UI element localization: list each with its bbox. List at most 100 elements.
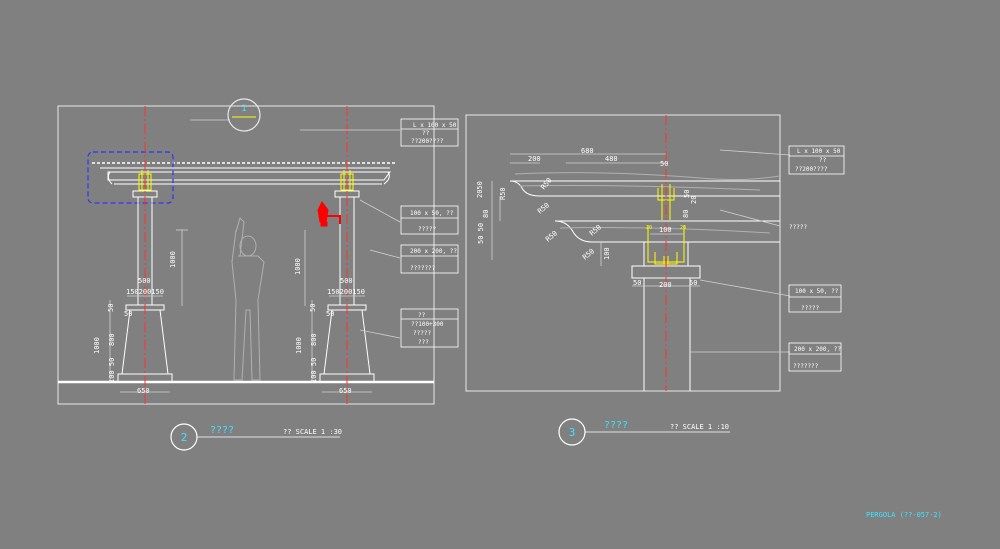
dim-w480: 480 [605,155,618,163]
dim-r50-b: R50 [539,176,553,191]
dim-base-1000-a: 1000 [93,337,101,354]
dim-h80-a: 80 [482,210,490,218]
right-callout-2[interactable]: ????? [789,224,807,231]
dim-w200: 200 [528,155,541,163]
left-callout-3-line1: 200 x 200, ?? [410,248,457,255]
section-lower-beam [554,220,780,243]
left-callout-1-line1: L x 100 x 50 [413,122,457,129]
right-callouts: L x 100 x 50 ?? ??200???? ????? 100 x 50… [788,145,845,372]
left-callout-1[interactable]: L x 100 x 50 ?? ??200???? [400,118,459,147]
left-callouts: L x 100 x 50 ?? ??200???? 100 x 50, ?? ?… [400,118,459,348]
dim-r50-d: R50 [544,229,559,243]
dim-50-d: 50 [326,310,334,318]
dim-r50-a: R50 [499,187,507,200]
dim-50-b: 50 [124,310,132,318]
right-dimension-texts: 680 200 480 50 2050 R50 R50 R50 80 80 50… [476,147,698,289]
wall-lamp [317,201,341,227]
right-callout-1[interactable]: L x 100 x 50 ?? ??200???? [788,145,845,175]
dim-s20-b: 20 [680,225,686,231]
dim-post-sub-b: 150200150 [327,288,365,296]
dim-post-sub-a: 150200150 [126,288,164,296]
right-callout-1-line2: ?? [819,157,827,164]
dim-height-1000-b: 1000 [294,258,302,275]
right-view-title: ???? [604,420,628,431]
dim-r50-e: R50 [588,223,603,237]
dim-w100: 100 [659,226,672,234]
dim-height-1000-a: 1000 [169,251,177,268]
dim-base-100-50-a: 100 50 [108,358,116,383]
dim-post-500-a: 500 [138,277,151,285]
left-callout-2[interactable]: 100 x 50, ?? ????? [400,205,459,235]
section-post [643,278,691,391]
section-top-beam [509,172,781,197]
dim-base-1000-b: 1000 [295,337,303,354]
left-callout-3[interactable]: 200 x 200, ?? ??????? [400,244,459,274]
left-callout-4-line3: ????? [413,330,431,337]
section-marker-top[interactable]: 1 [227,98,261,132]
left-dimension-texts: 1000 1000 500 500 150200150 150200150 50… [93,251,365,395]
right-callout-3[interactable]: 100 x 50, ?? ????? [788,284,842,313]
right-callout-3-line1: 100 x 50, ?? [795,288,839,295]
left-title-block: 2 ???? ?? SCALE 1 :30 [170,423,342,451]
dim-h5050: 50 50 [477,223,485,244]
left-detail-number: 2 [181,431,188,444]
right-callout-1-line1: L x 100 x 50 [797,148,841,155]
left-callout-4-line4: ??? [418,339,429,346]
dim-h50-b: 20 [690,196,698,204]
dim-h80-b: 80 [682,210,690,218]
left-callout-4-line2: ??100+300 [411,321,444,328]
dim-50-a: 50 [107,304,115,312]
dim-r50-f: R50 [581,247,596,261]
left-callout-4-line1: ?? [418,312,426,319]
dim-w200-b: 200 [659,281,672,289]
dim-base-800-b: 800 [310,333,318,346]
drawing-id-label: PERGOLA (??-057-2) [866,511,942,519]
right-detail-number: 3 [569,426,576,439]
dim-width-650-a: 650 [137,387,150,395]
dim-s20-a: 20 [646,225,652,231]
left-callout-4[interactable]: ?? ??100+300 ????? ??? [400,308,459,348]
right-title-block: 3 ???? ?? SCALE 1 :10 [558,418,730,446]
right-callout-3-line2: ????? [801,305,819,312]
dimension-lines-left [109,229,372,393]
dim-h2050: 2050 [476,181,484,198]
dim-w50-top: 50 [660,160,668,168]
centerlines-left [144,106,348,404]
right-view-scale: ?? SCALE 1 :10 [670,423,729,431]
dim-h100: 100 [603,247,611,260]
dim-50-c: 50 [309,304,317,312]
left-callout-3-line2: ??????? [410,265,436,272]
dim-w680: 680 [581,147,594,155]
left-callout-1-line2: ?? [422,130,430,137]
left-callout-2-line1: 100 x 50, ?? [410,210,454,217]
left-callout-2-line2: ????? [418,226,436,233]
dim-width-650-b: 650 [339,387,352,395]
right-section-view [465,114,791,392]
right-callout-4-line2: ??????? [793,363,819,370]
right-callout-2-line1: ????? [789,224,807,231]
left-view-frame [57,105,435,405]
left-view-scale: ?? SCALE 1 :30 [283,428,342,436]
left-callout-1-line3: ??200???? [411,138,444,145]
dim-w50-r: 50 [689,279,697,287]
pergola-beam [92,162,395,185]
dim-r50-c: R50 [536,201,551,215]
dim-post-500-b: 500 [340,277,353,285]
dim-w50-l: 50 [633,279,641,287]
leader-lines-left [190,119,401,339]
left-view-title: ???? [210,425,234,436]
dimension-lines-right [491,153,700,287]
right-callout-4[interactable]: 200 x 200, ?? ??????? [788,342,842,372]
left-elevation-view [57,105,435,405]
section-marker-top-label: 1 [241,104,246,114]
human-scale-figure [231,217,265,381]
selection-box[interactable] [87,151,174,204]
right-callout-1-line3: ??200???? [795,166,828,173]
dim-base-800-a: 800 [108,333,116,346]
dim-h50-a: 50 [683,190,691,198]
dim-base-100-50-b: 100 50 [310,358,318,383]
right-view-frame [465,114,781,392]
leader-lines-right [690,149,791,353]
right-callout-4-line1: 200 x 200, ?? [794,346,841,353]
